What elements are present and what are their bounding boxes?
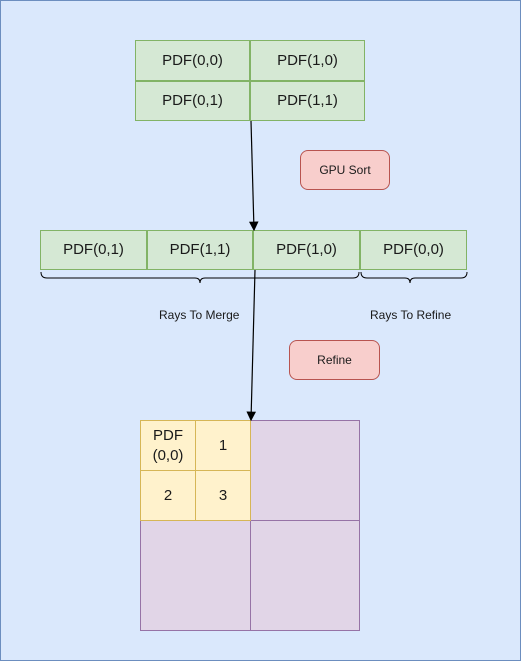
merge-brace bbox=[40, 271, 360, 284]
rays-to-refine-label: Rays To Refine bbox=[370, 308, 452, 322]
pdf-cell-top-1-1: PDF(1,1) bbox=[250, 81, 365, 121]
gpu-sort-step: GPU Sort bbox=[300, 150, 390, 190]
sorted-cell-4: PDF(0,0) bbox=[360, 230, 467, 270]
sorted-cell-2: PDF(1,1) bbox=[147, 230, 253, 270]
sort-arrow bbox=[248, 120, 259, 232]
tile-bottom-left bbox=[140, 520, 251, 631]
pdf-cell-top-0-0: PDF(0,0) bbox=[135, 40, 250, 81]
refine-arrow bbox=[246, 269, 257, 422]
sorted-cell-1: PDF(0,1) bbox=[40, 230, 147, 270]
subtile-2: 2 bbox=[140, 470, 196, 521]
pdf-cell-top-0-1: PDF(0,1) bbox=[135, 81, 250, 121]
tile-top-right bbox=[250, 420, 360, 521]
sorted-cell-3: PDF(1,0) bbox=[253, 230, 360, 270]
refine-step: Refine bbox=[289, 340, 380, 380]
subtile-1: 1 bbox=[195, 420, 251, 471]
tile-bottom-right bbox=[250, 520, 360, 631]
rays-to-merge-label: Rays To Merge bbox=[159, 308, 240, 322]
subtile-3: 3 bbox=[195, 470, 251, 521]
refine-brace bbox=[360, 271, 468, 284]
subtile-pdf-0-0: PDF (0,0) bbox=[140, 420, 196, 471]
pdf-cell-top-1-0: PDF(1,0) bbox=[250, 40, 365, 81]
